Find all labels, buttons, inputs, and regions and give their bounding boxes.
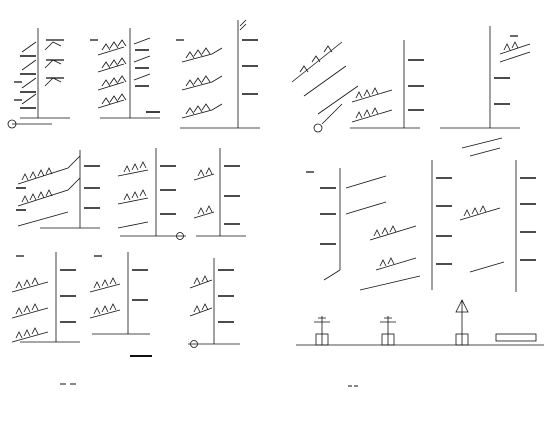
left-sheet: [7, 19, 260, 385]
riser-diagram: [180, 19, 260, 129]
riser-diagram: [193, 148, 246, 237]
equipment-detail: [314, 316, 330, 346]
riser-diagram: [89, 252, 152, 357]
riser-diagram: [350, 40, 424, 129]
riser-diagram: [359, 160, 452, 291]
equipment-detail: [380, 316, 396, 346]
riser-diagram: [117, 148, 186, 240]
riser-diagram: [7, 28, 70, 129]
annotation-marks: [14, 35, 518, 257]
riser-diagram: [11, 252, 80, 343]
riser-diagram: [188, 258, 240, 348]
equipment-detail: [455, 299, 469, 346]
riser-diagram: [16, 150, 100, 229]
title-block: [495, 333, 537, 342]
riser-diagram: [97, 28, 160, 119]
right-sheet: [291, 26, 544, 387]
riser-diagram: [459, 160, 536, 292]
riser-diagram: [291, 41, 359, 133]
riser-diagram: [440, 26, 531, 157]
riser-diagram: [320, 168, 387, 281]
